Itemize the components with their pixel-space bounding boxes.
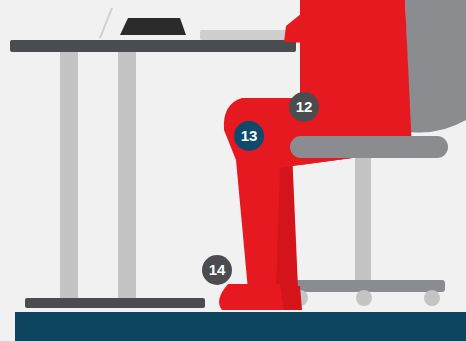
chair-base bbox=[290, 280, 445, 292]
desk-leg bbox=[60, 50, 78, 300]
keyboard bbox=[200, 30, 288, 40]
callout-number: 12 bbox=[289, 92, 319, 122]
monitor-edge bbox=[100, 8, 112, 38]
floor-band bbox=[15, 312, 466, 341]
arm bbox=[284, 0, 350, 44]
desk-top bbox=[10, 40, 296, 52]
callout-number: 14 bbox=[202, 255, 232, 285]
chair-wheel bbox=[424, 290, 440, 306]
chair-backrest bbox=[405, 0, 466, 133]
chair-post bbox=[355, 155, 371, 280]
front-boot bbox=[219, 284, 284, 310]
front-leg bbox=[224, 98, 412, 290]
desk-leg bbox=[118, 50, 136, 300]
chair-wheel bbox=[356, 290, 372, 306]
desk-foot bbox=[25, 298, 205, 308]
callout-number: 13 bbox=[234, 121, 264, 151]
chair-seat bbox=[290, 136, 448, 158]
monitor-base bbox=[120, 18, 186, 35]
